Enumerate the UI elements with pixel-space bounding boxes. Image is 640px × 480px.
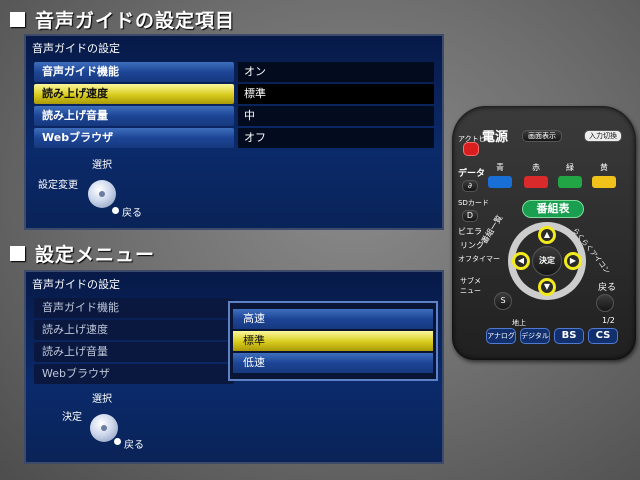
panel-title: 音声ガイドの設定: [32, 42, 120, 55]
section-heading-settings-menu: 設定メニュー: [4, 240, 155, 266]
red-label: 赤: [532, 163, 540, 172]
down-arrow-button[interactable]: ▼: [538, 278, 556, 296]
red-button[interactable]: [524, 176, 548, 188]
help-back-label: 戻る: [122, 208, 142, 219]
viera-label: ビエラ: [458, 227, 482, 236]
row-label: Webブラウザ: [34, 364, 234, 384]
help-select-label: 選択: [92, 160, 112, 171]
up-arrow-button[interactable]: ▲: [538, 226, 556, 244]
row-label: 音声ガイド機能: [34, 62, 234, 82]
section-heading-text: 設定メニュー: [35, 243, 156, 266]
help-select-label: 選択: [92, 394, 112, 405]
help-decide-label: 決定: [62, 412, 82, 423]
section-heading-text: 音声ガイドの設定項目: [35, 9, 236, 32]
digital-button[interactable]: デジタル: [520, 328, 550, 344]
cs-button[interactable]: CS: [588, 328, 618, 344]
program-list-label: 番組一覧: [479, 213, 505, 246]
help-change-label: 設定変更: [38, 180, 78, 191]
square-bullet-icon: [10, 245, 25, 261]
option-slow[interactable]: 低速: [233, 353, 433, 373]
settings-row-web-browser[interactable]: Webブラウザ オフ: [34, 128, 434, 148]
option-standard-selected[interactable]: 標準: [233, 331, 433, 351]
settings-row-read-volume[interactable]: 読み上げ音量: [34, 342, 434, 362]
section-heading-settings-items: 音声ガイドの設定項目: [4, 6, 235, 32]
power-button[interactable]: [463, 142, 479, 156]
speed-dropdown: 高速 標準 低速: [228, 301, 438, 381]
sd-card-label: SDカード: [458, 199, 489, 207]
settings-row-web-browser[interactable]: Webブラウザ: [34, 364, 434, 384]
right-arrow-button[interactable]: ▶: [564, 252, 582, 270]
settings-row-voice-guide[interactable]: 音声ガイド機能: [34, 298, 434, 318]
green-button[interactable]: [558, 176, 582, 188]
actvila-label: アクトビラ: [458, 135, 493, 143]
d-box-button[interactable]: D: [462, 210, 478, 222]
d-button[interactable]: ∂: [462, 180, 478, 192]
terrestrial-label: 地上: [512, 319, 526, 327]
voice-guide-settings-panel: 音声ガイドの設定 音声ガイド機能 オン 読み上げ速度 標準 読み上げ音量 中 W…: [24, 34, 444, 230]
row-value: オフ: [238, 128, 434, 148]
green-label: 緑: [566, 163, 574, 172]
row-label: 音声ガイド機能: [34, 298, 234, 318]
row-value: 標準: [238, 84, 434, 104]
blue-button[interactable]: [488, 176, 512, 188]
program-guide-button[interactable]: 番組表: [522, 200, 584, 218]
power-label: 電源: [482, 130, 509, 145]
back-dot-icon: [114, 438, 121, 445]
square-bullet-icon: [10, 11, 25, 27]
settings-row-read-volume[interactable]: 読み上げ音量 中: [34, 106, 434, 126]
s-button[interactable]: S: [494, 292, 512, 310]
analog-button[interactable]: アナログ: [486, 328, 516, 344]
data-label: データ: [458, 169, 486, 179]
yellow-label: 黄: [600, 163, 608, 172]
link-label: リンク: [460, 241, 484, 250]
panel-title: 音声ガイドの設定: [32, 278, 120, 291]
row-label-selected: 読み上げ速度: [34, 84, 234, 104]
row-label: 読み上げ音量: [34, 106, 234, 126]
row-value: 中: [238, 106, 434, 126]
back-button[interactable]: [596, 294, 614, 312]
blue-label: 青: [496, 163, 504, 172]
option-fast[interactable]: 高速: [233, 309, 433, 329]
settings-row-voice-guide[interactable]: 音声ガイド機能 オン: [34, 62, 434, 82]
sub-menu-label: サブメニュー: [460, 277, 481, 295]
left-arrow-button[interactable]: ◀: [512, 252, 530, 270]
half-label: 1/2: [602, 316, 615, 325]
dpad-guide-icon: [90, 414, 118, 442]
enter-button[interactable]: 決定: [532, 246, 562, 276]
input-switch-button[interactable]: 入力切換: [584, 130, 622, 142]
settings-row-read-speed[interactable]: 読み上げ速度: [34, 320, 434, 340]
remote-control: 電源 画面表示 入力切換 アクトビラ データ ∂ SDカード D ビエラ リンク…: [452, 106, 636, 360]
back-label: 戻る: [598, 283, 617, 293]
help-back-label: 戻る: [124, 440, 144, 451]
dpad-guide-icon: [88, 180, 116, 208]
row-value: オン: [238, 62, 434, 82]
yellow-button[interactable]: [592, 176, 616, 188]
row-label: 読み上げ速度: [34, 320, 234, 340]
settings-row-read-speed[interactable]: 読み上げ速度 標準: [34, 84, 434, 104]
back-dot-icon: [112, 207, 119, 214]
row-label: 読み上げ音量: [34, 342, 234, 362]
bs-button[interactable]: BS: [554, 328, 584, 344]
off-timer-label: オフタイマー: [458, 255, 500, 263]
row-label: Webブラウザ: [34, 128, 234, 148]
screen-display-button[interactable]: 画面表示: [522, 130, 562, 142]
